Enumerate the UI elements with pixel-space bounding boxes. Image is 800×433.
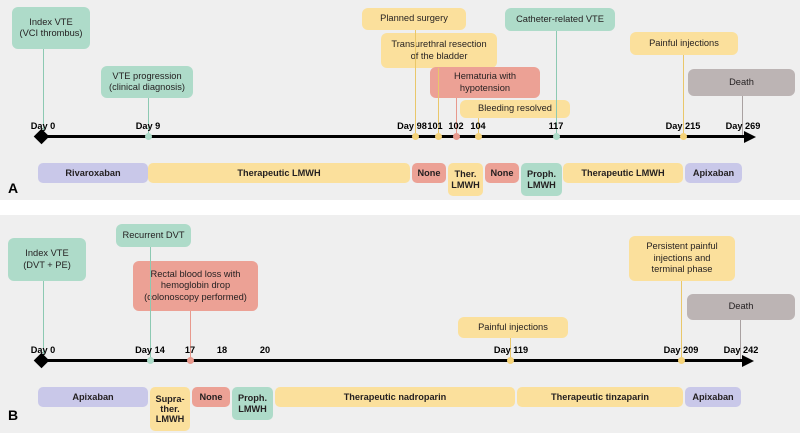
stem-death-b xyxy=(740,320,742,359)
timeline-axis-b xyxy=(43,359,747,363)
stem-bleeding-resolved xyxy=(478,118,480,135)
stem-recurrent-dvt xyxy=(150,247,152,359)
treatment-bar-apixaban-b1: Apixaban xyxy=(38,387,148,407)
event-box-death-a: Death xyxy=(688,69,795,96)
tick-day-17-b xyxy=(186,357,194,364)
stem-painful-injections-a xyxy=(683,55,685,135)
treatment-bar-therapeutic-lmwh-1: Therapeutic LMWH xyxy=(148,163,410,183)
stem-transurethral xyxy=(438,68,440,135)
tick-day-215-a xyxy=(679,133,687,140)
day-label-215-a: Day 215 xyxy=(665,121,701,131)
day-label-269-a: Day 269 xyxy=(725,121,761,131)
event-box-transurethral-resection: Transurethral resection of the bladder xyxy=(381,33,497,68)
day-label-0-b: Day 0 xyxy=(30,345,56,355)
event-box-index-vte-a: Index VTE (VCI thrombus) xyxy=(12,7,90,49)
day-label-119-b: Day 119 xyxy=(493,345,529,355)
event-box-persistent-painful-injections: Persistent painful injections and termin… xyxy=(629,236,735,281)
event-box-catheter-related-vte: Catheter-related VTE xyxy=(505,8,615,31)
event-box-bleeding-resolved: Bleeding resolved xyxy=(460,100,570,118)
treatment-bar-therapeutic-tinzaparin: Therapeutic tinzaparin xyxy=(517,387,683,407)
day-label-102-a: 102 xyxy=(448,121,464,131)
stem-catheter-related-vte xyxy=(556,31,558,135)
event-box-painful-injections-a: Painful injections xyxy=(630,32,738,55)
event-box-recurrent-dvt: Recurrent DVT xyxy=(116,224,191,247)
timeline-arrowhead-b xyxy=(742,354,754,367)
tick-day-117-a xyxy=(552,133,560,140)
day-label-20-b: 20 xyxy=(259,345,271,355)
treatment-bar-proph-lmwh-b: Proph. LMWH xyxy=(232,387,273,420)
treatment-bar-ther-lmwh-a: Ther. LMWH xyxy=(448,163,483,196)
treatment-bar-none-2-a: None xyxy=(485,163,519,183)
event-box-death-b: Death xyxy=(687,294,795,320)
treatment-bar-none-b: None xyxy=(192,387,230,407)
tick-day-119-b xyxy=(506,357,514,364)
day-label-9-a: Day 9 xyxy=(135,121,161,131)
tick-day-9-a xyxy=(144,133,152,140)
stem-index-vte-a xyxy=(43,49,45,135)
stem-death-a xyxy=(742,96,744,135)
stem-persistent-painful xyxy=(681,281,683,359)
day-label-104-a: 104 xyxy=(470,121,486,131)
stem-planned-surgery xyxy=(415,30,417,135)
tick-day-104-a xyxy=(474,133,482,140)
timeline-start-diamond-b xyxy=(33,352,50,369)
panel-letter-b: B xyxy=(8,407,19,423)
tick-day-101-a xyxy=(434,133,442,140)
event-box-index-vte-b: Index VTE (DVT + PE) xyxy=(8,238,86,281)
tick-day-14-b xyxy=(146,357,154,364)
treatment-bar-proph-lmwh-a: Proph. LMWH xyxy=(521,163,562,196)
day-label-0-a: Day 0 xyxy=(30,121,56,131)
timeline-arrowhead-a xyxy=(744,130,756,143)
treatment-bar-rivaroxaban-a: Rivaroxaban xyxy=(38,163,148,183)
treatment-bar-none-1-a: None xyxy=(412,163,446,183)
tick-day-102-a xyxy=(452,133,460,140)
day-label-98-a: Day 98 xyxy=(397,121,427,131)
day-label-117-a: 117 xyxy=(548,121,564,131)
day-label-209-b: Day 209 xyxy=(663,345,699,355)
treatment-bar-apixaban-a: Apixaban xyxy=(685,163,742,183)
stem-rectal-blood-loss xyxy=(190,311,192,359)
event-box-hematuria-hypotension: Hematuria with hypotension xyxy=(430,67,540,98)
timeline-start-diamond-a xyxy=(33,128,50,145)
event-box-painful-injections-b: Painful injections xyxy=(458,317,568,338)
treatment-bar-therapeutic-lmwh-2: Therapeutic LMWH xyxy=(563,163,683,183)
day-label-17-b: 17 xyxy=(184,345,196,355)
treatment-bar-supra-ther-lmwh-b: Supra- ther. LMWH xyxy=(150,387,190,431)
day-label-242-b: Day 242 xyxy=(723,345,759,355)
tick-day-209-b xyxy=(677,357,685,364)
day-label-101-a: 101 xyxy=(427,121,443,131)
day-label-14-b: Day 14 xyxy=(135,345,165,355)
event-box-vte-progression: VTE progression (clinical diagnosis) xyxy=(101,66,193,98)
event-box-rectal-blood-loss: Rectal blood loss with hemoglobin drop (… xyxy=(133,261,258,311)
stem-vte-progression xyxy=(148,98,150,135)
day-label-18-b: 18 xyxy=(216,345,228,355)
panel-a: Index VTE (VCI thrombus) VTE progression… xyxy=(0,0,800,200)
stem-index-vte-b xyxy=(43,281,45,359)
treatment-bar-apixaban-b2: Apixaban xyxy=(685,387,741,407)
timeline-axis-a xyxy=(43,135,749,139)
panel-letter-a: A xyxy=(8,180,19,196)
stem-hematuria xyxy=(456,98,458,135)
event-box-planned-surgery: Planned surgery xyxy=(362,8,466,30)
panel-b: Index VTE (DVT + PE) Recurrent DVT Recta… xyxy=(0,215,800,433)
tick-day-98-a xyxy=(411,133,419,140)
stem-painful-injections-b xyxy=(510,338,512,359)
treatment-bar-therapeutic-nadroparin: Therapeutic nadroparin xyxy=(275,387,515,407)
